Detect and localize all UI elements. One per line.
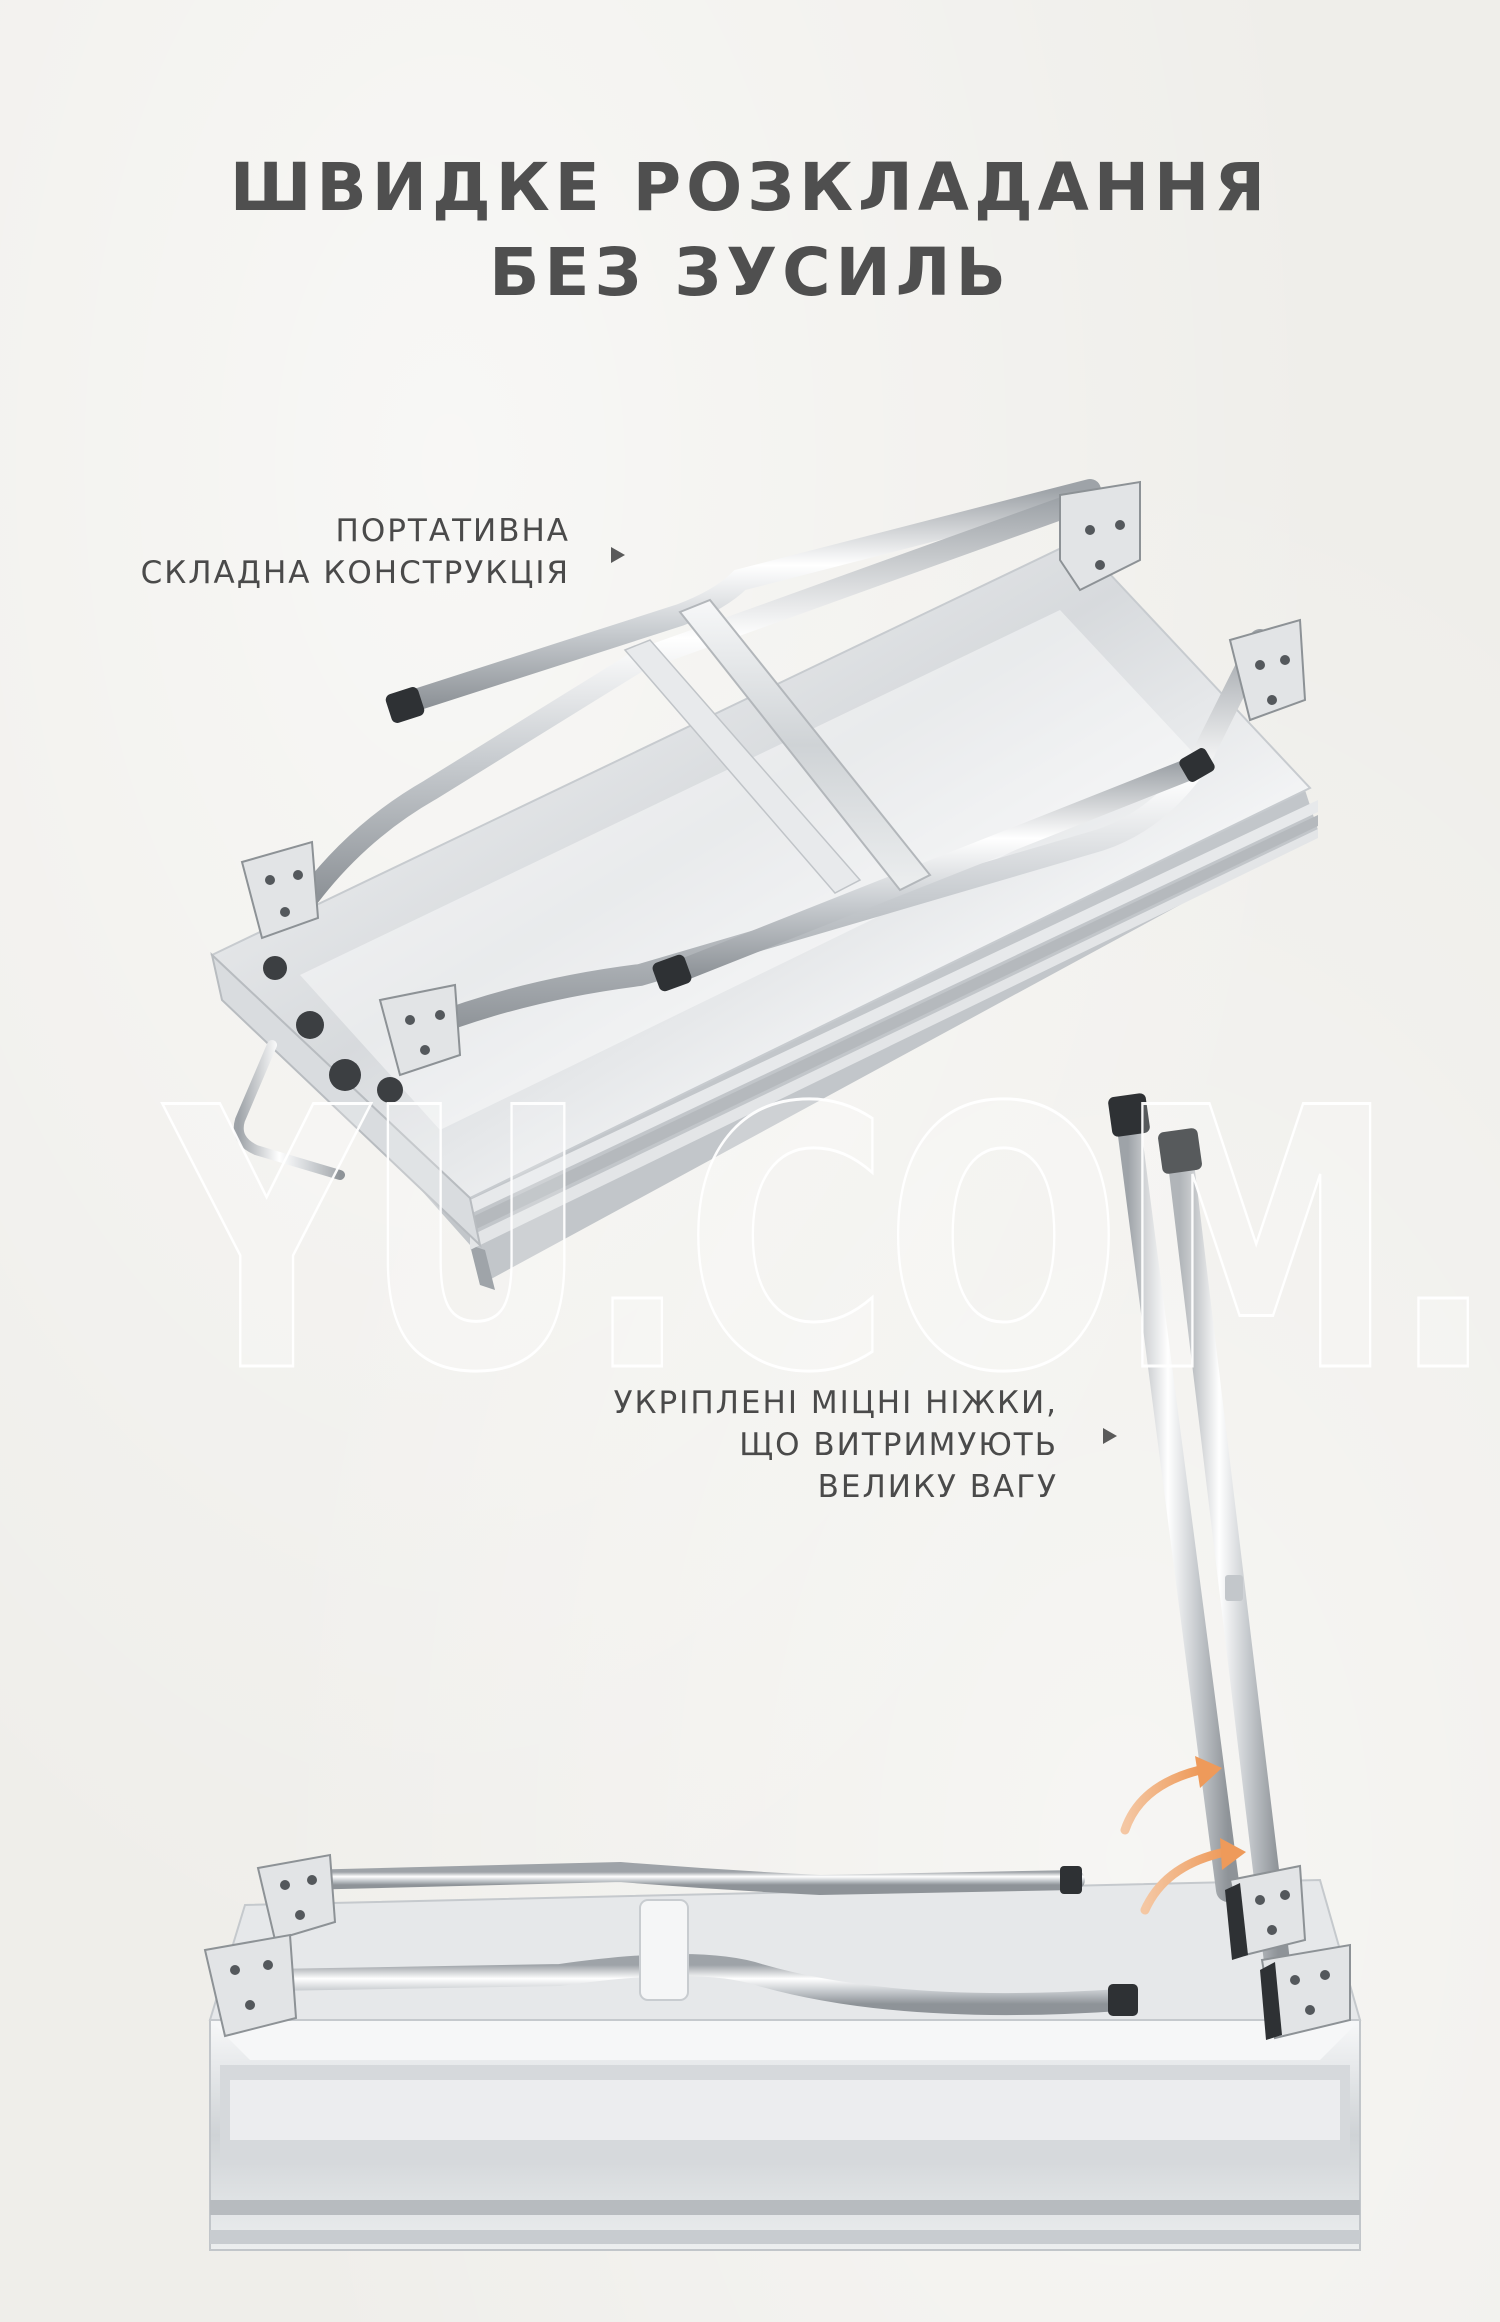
callout-legs: УКРІПЛЕНІ МІЦНІ НІЖКИ, ЩО ВИТРИМУЮТЬ ВЕЛ… xyxy=(614,1382,1058,1508)
callout-line: ВЕЛИКУ ВАГУ xyxy=(817,1469,1058,1505)
unfolding-grill xyxy=(203,1093,1362,2251)
watermark: YU.COM.UA xyxy=(164,1032,1500,1451)
curved-arrow-icon xyxy=(1140,1838,1246,1915)
folded-grill xyxy=(210,479,1318,1290)
triangle-right-icon xyxy=(611,547,625,563)
callout-line: ПОРТАТИВНА xyxy=(335,513,570,549)
headline-line-2: БЕЗ ЗУСИЛЬ xyxy=(489,234,1011,311)
headline-line-1: ШВИДКЕ РОЗКЛАДАННЯ xyxy=(229,149,1271,226)
callout-portable: ПОРТАТИВНА СКЛАДНА КОНСТРУКЦІЯ xyxy=(141,510,570,594)
callout-line: ЩО ВИТРИМУЮТЬ xyxy=(739,1427,1058,1463)
callout-line: СКЛАДНА КОНСТРУКЦІЯ xyxy=(140,555,570,591)
curved-arrow-icon xyxy=(1120,1756,1222,1835)
callout-line: УКРІПЛЕНІ МІЦНІ НІЖКИ, xyxy=(613,1385,1058,1421)
triangle-right-icon xyxy=(1103,1428,1117,1444)
